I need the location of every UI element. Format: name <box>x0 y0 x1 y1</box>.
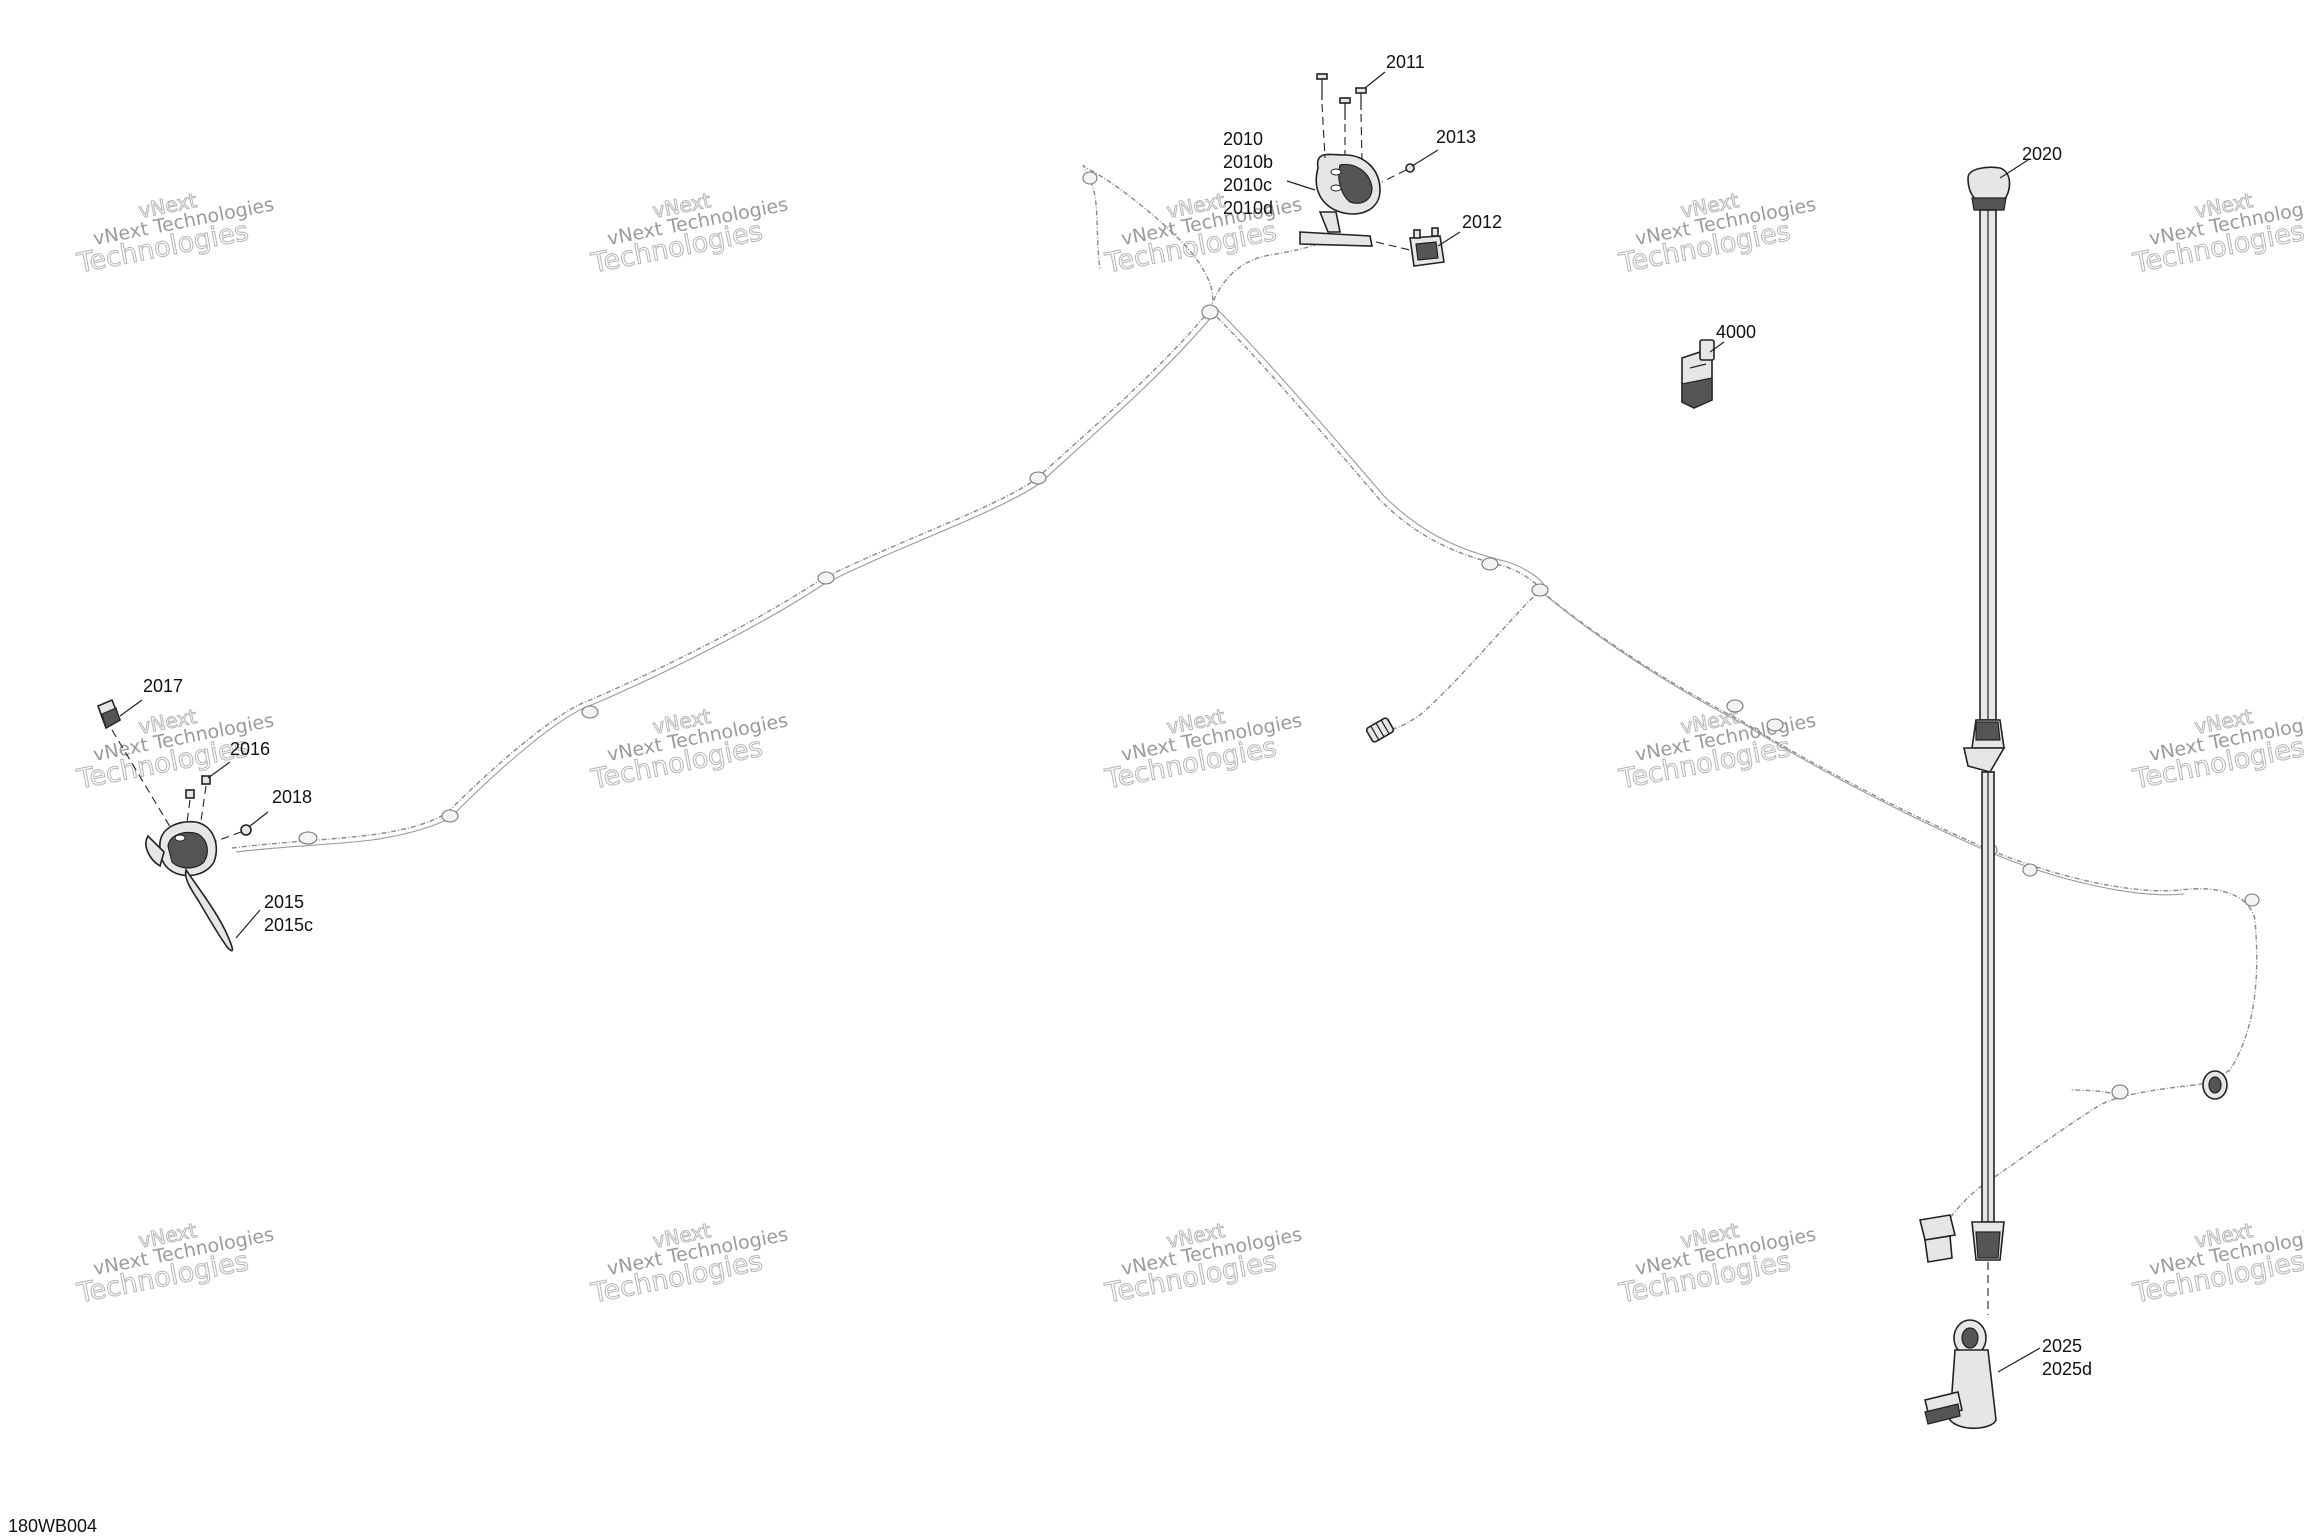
harness-connector-right <box>2202 1070 2228 1100</box>
part-2011-screws <box>1316 73 1367 161</box>
callout-2016: 2016 <box>230 739 270 759</box>
part-2010-switch-housing <box>1299 153 1381 247</box>
part-4000-module <box>1681 339 1715 409</box>
part-2018-nut <box>213 824 252 843</box>
callout-2013: 2013 <box>1436 127 1476 147</box>
harness-clips <box>298 171 2260 1100</box>
callout-2018: 2018 <box>272 787 312 807</box>
part-2025-base-socket <box>1924 1319 1997 1430</box>
part-2013-nut <box>1381 163 1415 183</box>
callout-2011: 2011 <box>1386 52 1425 72</box>
callout-2020: 2020 <box>2022 144 2062 164</box>
part-2016-screws <box>185 775 211 831</box>
leader-lines <box>119 71 2041 1373</box>
part-2017-connector <box>96 698 173 831</box>
reference-code: 180WB004 <box>8 1516 97 1536</box>
wiring-harness <box>231 164 2260 1256</box>
callout-4000: 4000 <box>1716 322 1756 342</box>
part-2020-pole <box>1963 166 2011 1315</box>
part-2012-connector <box>1375 227 1445 267</box>
harness-connector-center <box>1365 717 1395 743</box>
part-2015-throttle-housing <box>145 820 234 952</box>
pole-bracket-lower <box>1919 1214 1956 1263</box>
callout-2017: 2017 <box>143 676 183 696</box>
callout-2012: 2012 <box>1462 212 1502 232</box>
